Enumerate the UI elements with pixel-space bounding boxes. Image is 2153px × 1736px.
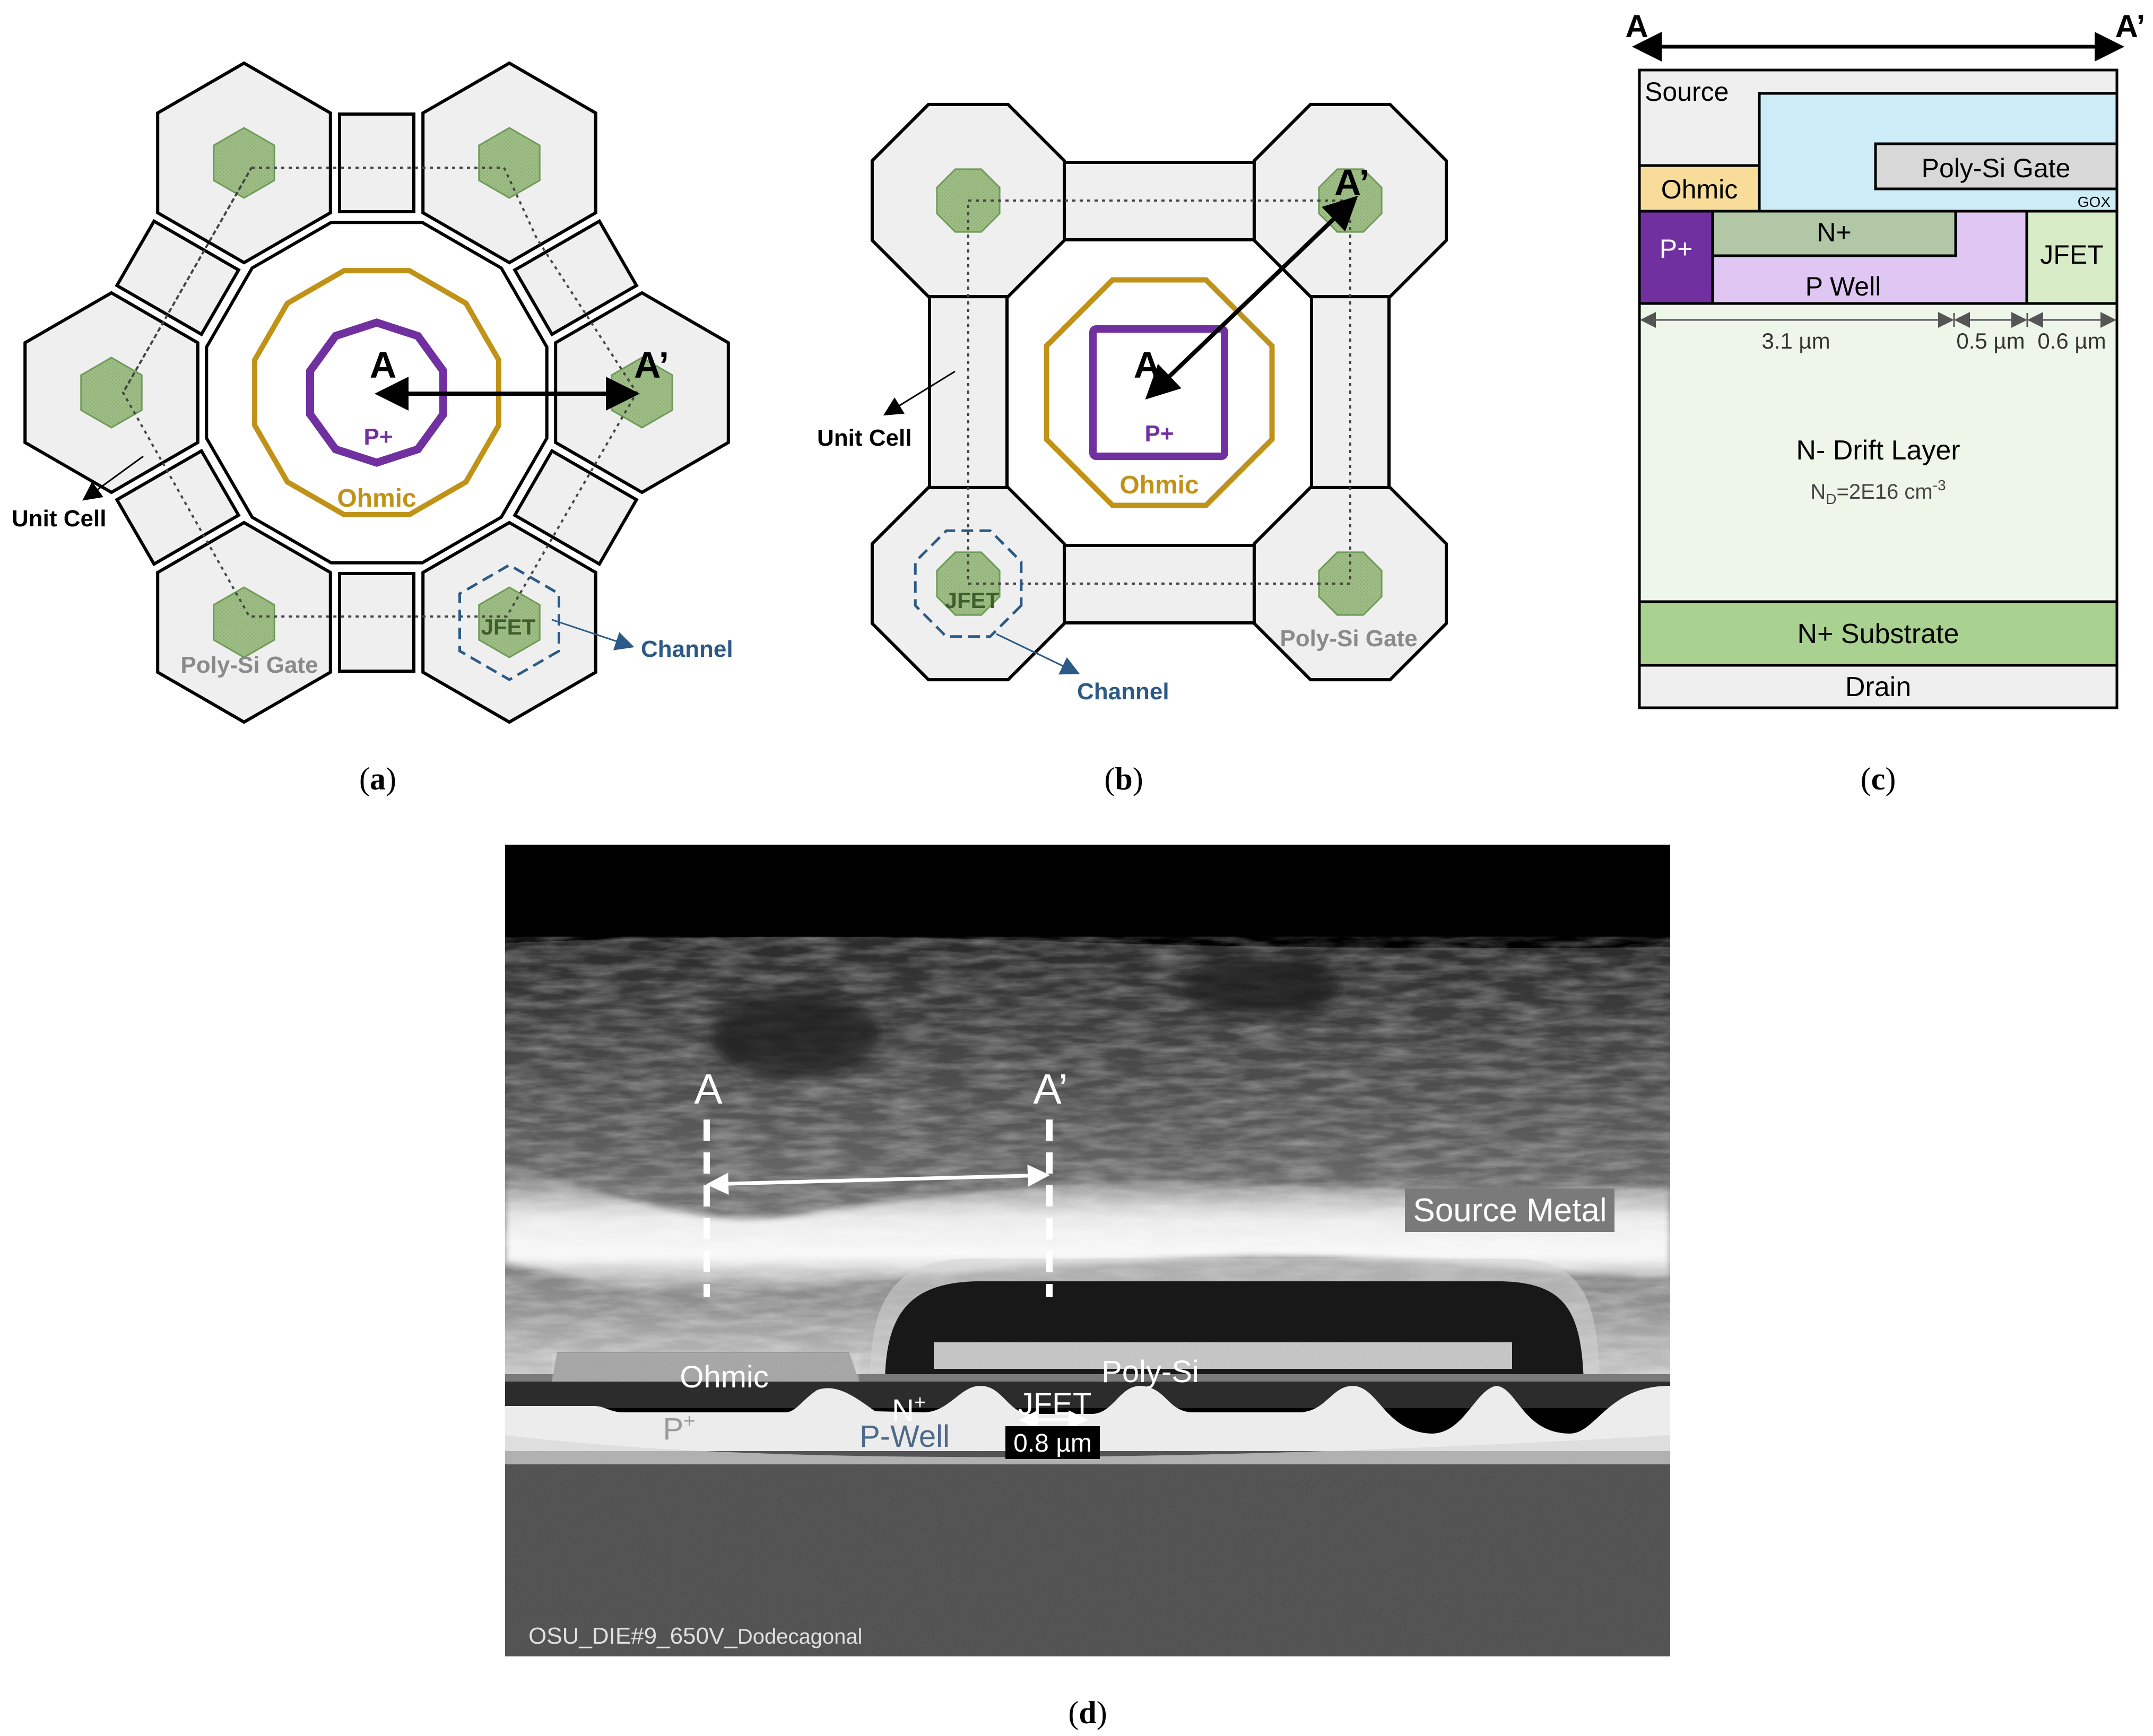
pc-label-a-prime: A’: [2115, 8, 2146, 44]
caption-c: (c): [1861, 761, 1896, 796]
ohmic-ring: [252, 268, 501, 517]
hexagonal-gate-bridges: [115, 112, 639, 673]
pa-poly-gate-label: Poly-Si Gate: [180, 652, 318, 678]
pc-poly-gate: [1874, 142, 2119, 190]
pd-poly-si-label: Poly-Si: [1101, 1355, 1199, 1389]
pc-p-plus-label: P+: [1660, 234, 1693, 264]
pc-jfet-region: [2025, 210, 2119, 305]
pd-surface-dimple: [711, 992, 881, 1077]
jfet-hexagon: [213, 586, 275, 658]
pc-substrate: [1638, 600, 2119, 667]
gate-bridge: [338, 112, 415, 213]
pc-dim-3-1-um: 3.1 µm: [1761, 328, 1830, 353]
gate-bridge: [513, 448, 639, 567]
pb-label-a-prime: A’: [1334, 162, 1369, 203]
pa-ohmic-label: Ohmic: [337, 484, 416, 513]
pc-dim-0-5-um: 0.5 µm: [1956, 328, 2025, 353]
jfet-hexagon: [213, 127, 275, 199]
caption-b: (b): [1104, 761, 1143, 796]
central-source-region: [1044, 195, 1358, 508]
pc-n-plus-label: N+: [1817, 218, 1851, 247]
a-a-prime-arrow: [1145, 195, 1358, 400]
pb-p-plus-label: P+: [1144, 421, 1174, 447]
pc-gox-label: GOX: [2078, 194, 2111, 210]
pb-unit-cell-label: Unit Cell: [817, 425, 911, 451]
pb-ohmic-label: Ohmic: [1119, 471, 1199, 499]
central-source-region: [252, 268, 640, 517]
gate-bridge: [513, 219, 639, 337]
pd-source-metal-tag: [1405, 1188, 1614, 1232]
panel-c-cross-section: A A’ Source Ohmic Poly-Si Gate GOX N+ P+…: [1625, 8, 2146, 709]
unit-cell-leader: [883, 370, 956, 416]
pd-surface-dimple: [1183, 958, 1342, 1016]
pb-channel-label: Channel: [1077, 679, 1169, 705]
pc-dim-0-6-um: 0.6 µm: [2037, 328, 2106, 353]
gate-bridge: [115, 219, 241, 337]
pc-ohmic-region: [1638, 164, 1761, 213]
channel-leader: [551, 619, 635, 650]
pc-p-well-label: P Well: [1805, 272, 1881, 301]
pc-drain-label: Drain: [1845, 672, 1911, 702]
panel-b-layout: A A’ P+ Ohmic Unit Cell Poly-Si Gate JFE…: [817, 102, 1448, 705]
pc-source-label: Source: [1645, 77, 1729, 107]
pd-ohmic-label: Ohmic: [680, 1360, 769, 1394]
pa-channel-label: Channel: [641, 636, 733, 662]
pa-label-a-prime: A’: [634, 344, 669, 386]
pd-p-plus-label: P+: [663, 1410, 696, 1446]
pd-source-metal-label: Source Metal: [1413, 1192, 1607, 1229]
pb-jfet-label: JFET: [945, 588, 1000, 613]
pd-a-a-prime-arrow: [706, 1164, 1050, 1195]
hexagonal-cell-array: [23, 61, 730, 724]
pa-p-plus-label: P+: [363, 424, 393, 450]
gate-bridge: [1057, 544, 1262, 624]
gate-bridge: [338, 572, 415, 673]
pd-p-well-label: P-Well: [860, 1419, 950, 1454]
channel-outline: [458, 563, 560, 681]
pa-jfet-label: JFET: [481, 614, 536, 639]
pd-label-a-prime: A’: [1033, 1065, 1067, 1113]
pc-label-a: A: [1625, 8, 1648, 44]
jfet-hexagon: [80, 357, 143, 429]
pd-width-tag: [1005, 1426, 1100, 1459]
pc-substrate-label: N+ Substrate: [1798, 619, 1959, 649]
unit-cell-leader: [82, 455, 144, 501]
pc-p-plus-region: [1638, 210, 1714, 305]
gate-bridge: [115, 448, 241, 567]
pb-label-a: A: [1134, 344, 1161, 386]
unit-cell-outline: [82, 167, 638, 681]
pd-bright-metal-band: [505, 1167, 1670, 1295]
pd-image-id-label: OSU_DIE#9_650V_Dodecagonal: [528, 1623, 863, 1649]
pd-jfet-label: JFET: [1018, 1387, 1092, 1421]
channel-leader: [996, 633, 1080, 675]
pc-doping-label: ND=2E16 cm-3: [1810, 477, 1946, 507]
pc-poly-gate-label: Poly-Si Gate: [1922, 153, 2071, 183]
pc-jfet-label: JFET: [2040, 240, 2103, 270]
pc-ohmic-label: Ohmic: [1661, 175, 1738, 204]
caption-d: (d): [1068, 1695, 1107, 1730]
caption-a: (a): [359, 761, 396, 796]
pa-label-a: A: [370, 344, 397, 386]
panel-a-layout: A A’ P+ Ohmic Unit Cell Poly-Si Gate JFE…: [12, 61, 733, 724]
pd-n-plus-label: N+: [892, 1392, 926, 1428]
pb-poly-gate-label: Poly-Si Gate: [1280, 626, 1417, 652]
pc-drift-label: N- Drift Layer: [1796, 435, 1960, 466]
jfet-hexagon: [478, 586, 541, 658]
jfet-hexagon: [478, 127, 541, 199]
pd-width-label: 0.8 µm: [1013, 1429, 1092, 1457]
pd-label-a: A: [694, 1065, 723, 1113]
channel-outline: [914, 529, 1023, 638]
unit-cell-dotted-line: [122, 167, 253, 393]
p-plus-ring: [306, 318, 447, 467]
panel-d-sem-image: A A’ Source Metal Ohmic N+ Poly-Si JFET …: [505, 845, 1670, 1656]
pc-drain: [1638, 664, 2119, 709]
pa-unit-cell-label: Unit Cell: [12, 506, 106, 532]
